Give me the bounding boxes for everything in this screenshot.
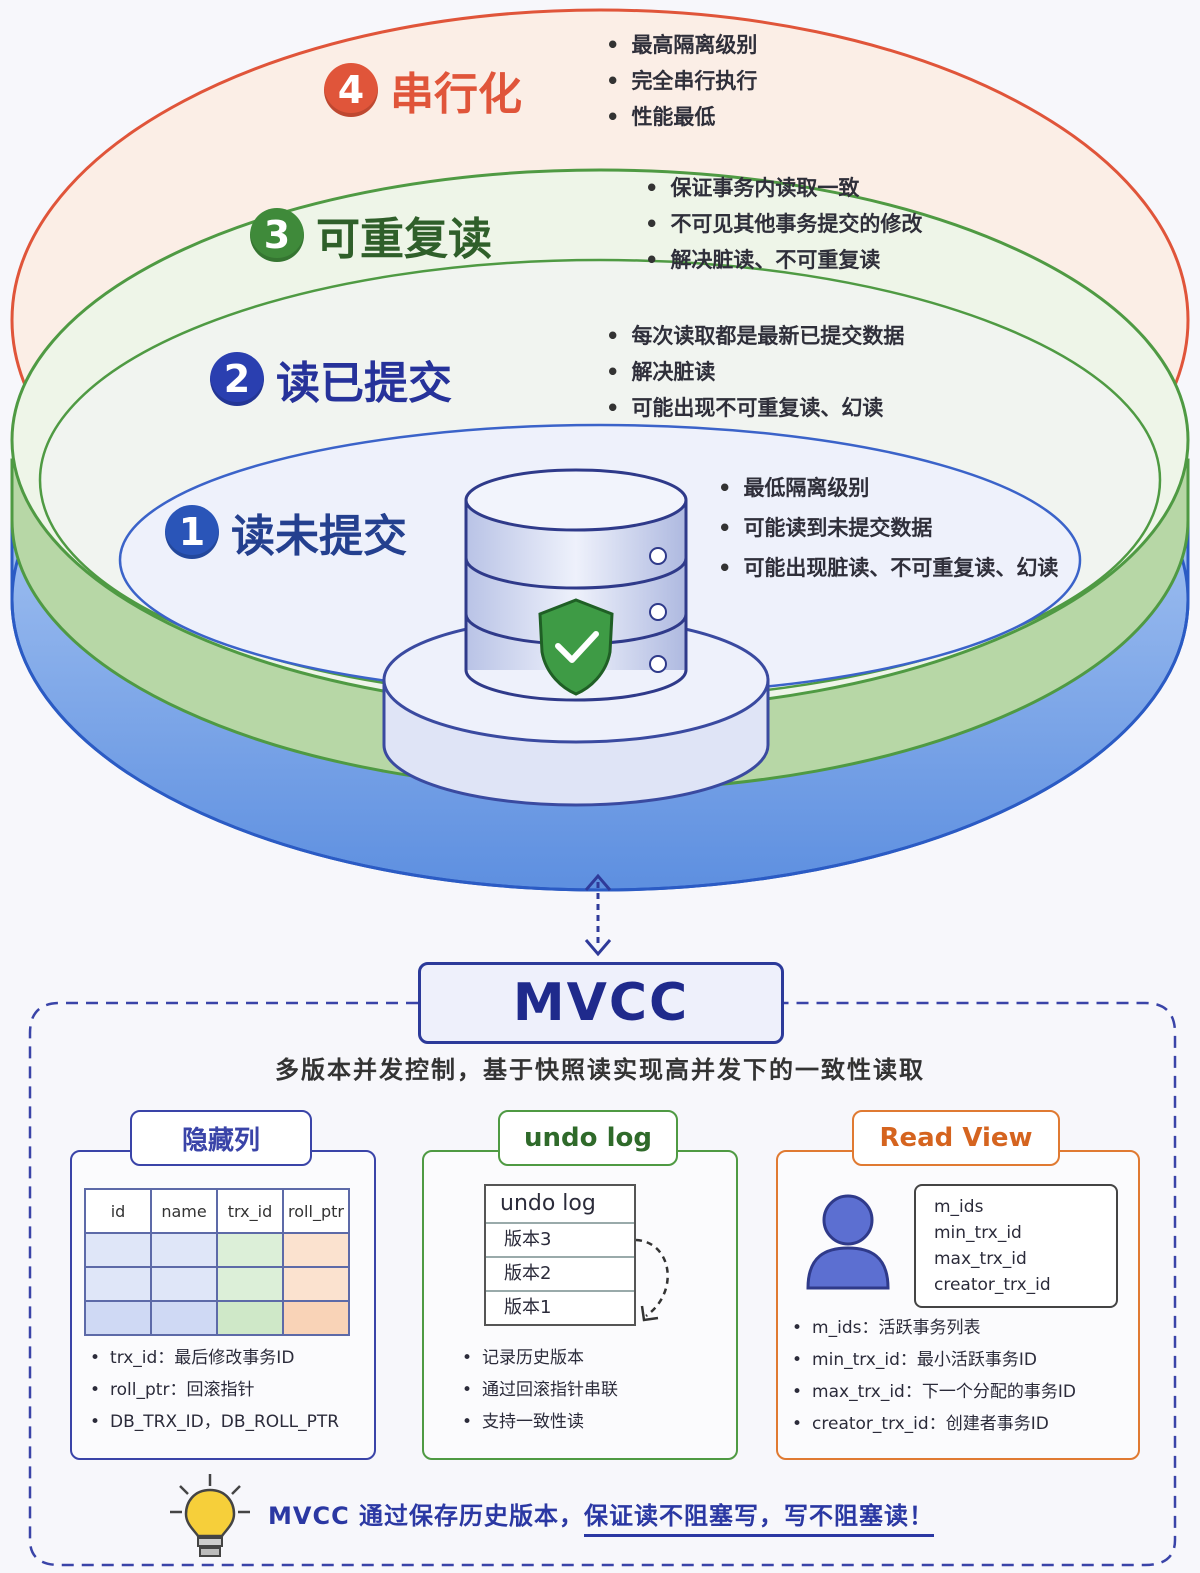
read-view-fields: m_ids min_trx_id max_trx_id creator_trx_… bbox=[914, 1184, 1118, 1308]
level-3-bullets: 保证事务内读取一致 不可见其他事务提交的修改 解决脏读、不可重复读 bbox=[645, 170, 922, 278]
read-view-field: min_trx_id bbox=[934, 1223, 1022, 1243]
read-view-bullets: m_ids：活跃事务列表 min_trx_id：最小活跃事务ID max_trx… bbox=[792, 1312, 1076, 1440]
undo-log-bullet: 支持一致性读 bbox=[462, 1406, 618, 1438]
level-1-bullet: 最低隔离级别 bbox=[718, 468, 1058, 508]
read-view-bullet: min_trx_id：最小活跃事务ID bbox=[792, 1344, 1076, 1376]
level-1-bullet: 可能出现脏读、不可重复读、幻读 bbox=[718, 548, 1058, 588]
level-4-heading: 4 串行化 bbox=[324, 58, 522, 122]
read-view-tab: Read View bbox=[852, 1110, 1060, 1166]
level-2-bullet: 每次读取都是最新已提交数据 bbox=[606, 318, 904, 354]
read-view-card: m_ids min_trx_id max_trx_id creator_trx_… bbox=[776, 1150, 1140, 1460]
undo-log-bullets: 记录历史版本 通过回滚指针串联 支持一致性读 bbox=[462, 1342, 618, 1438]
hidden-columns-bullet: DB_TRX_ID，DB_ROLL_PTR bbox=[90, 1406, 339, 1438]
double-arrow-icon bbox=[584, 873, 612, 957]
user-icon bbox=[806, 1194, 890, 1290]
rollback-arrow-icon bbox=[635, 1238, 669, 1322]
level-4-bullets: 最高隔离级别 完全串行执行 性能最低 bbox=[606, 27, 757, 135]
table-header: name bbox=[150, 1188, 218, 1234]
level-2-heading: 2 读已提交 bbox=[210, 347, 452, 411]
level-3-number: 3 bbox=[250, 208, 304, 262]
hidden-columns-bullets: trx_id：最后修改事务ID roll_ptr：回滚指针 DB_TRX_ID，… bbox=[90, 1342, 339, 1438]
hidden-columns-tab: 隐藏列 bbox=[130, 1110, 312, 1166]
undo-version-row: 版本2 bbox=[486, 1256, 634, 1290]
undo-version-row: 版本3 bbox=[486, 1222, 634, 1256]
level-2-number: 2 bbox=[210, 352, 264, 406]
level-2-bullets: 每次读取都是最新已提交数据 解决脏读 可能出现不可重复读、幻读 bbox=[606, 318, 904, 426]
level-1-bullets: 最低隔离级别 可能读到未提交数据 可能出现脏读、不可重复读、幻读 bbox=[718, 468, 1058, 588]
table-row bbox=[84, 1300, 350, 1336]
hidden-columns-bullet: trx_id：最后修改事务ID bbox=[90, 1342, 339, 1374]
hidden-columns-title: 隐藏列 bbox=[181, 1125, 260, 1156]
read-view-bullet: m_ids：活跃事务列表 bbox=[792, 1312, 1076, 1344]
table-row bbox=[84, 1266, 350, 1302]
level-2-bullet: 解决脏读 bbox=[606, 354, 904, 390]
footer-part-1: MVCC 通过保存历史版本， bbox=[268, 1502, 585, 1530]
read-view-field: m_ids bbox=[934, 1197, 984, 1217]
level-1-number: 1 bbox=[165, 505, 219, 559]
undo-log-doc-title: undo log bbox=[500, 1191, 596, 1216]
level-4-title: 串行化 bbox=[390, 69, 522, 120]
level-3-title: 可重复读 bbox=[316, 214, 492, 265]
read-view-field: max_trx_id bbox=[934, 1249, 1027, 1269]
read-view-field: creator_trx_id bbox=[934, 1275, 1051, 1295]
undo-log-title: undo log bbox=[524, 1123, 652, 1153]
hidden-columns-card: id name trx_id roll_ptr trx_id：最后修改事务ID … bbox=[70, 1150, 376, 1460]
mvcc-dashed-container bbox=[28, 1001, 1177, 1567]
hidden-columns-table: id name trx_id roll_ptr bbox=[84, 1188, 350, 1336]
level-4-bullet: 完全串行执行 bbox=[606, 63, 757, 99]
level-3-bullet: 解决脏读、不可重复读 bbox=[645, 242, 922, 278]
read-view-bullet: creator_trx_id：创建者事务ID bbox=[792, 1408, 1076, 1440]
undo-log-card: undo log 版本3 版本2 版本1 记录历史版本 通过回滚指针串联 支持一… bbox=[422, 1150, 738, 1460]
undo-log-document: undo log 版本3 版本2 版本1 bbox=[484, 1184, 636, 1326]
level-4-bullet: 性能最低 bbox=[606, 99, 757, 135]
hidden-columns-bullet: roll_ptr：回滚指针 bbox=[90, 1374, 339, 1406]
undo-log-tab: undo log bbox=[498, 1110, 678, 1166]
undo-log-bullet: 通过回滚指针串联 bbox=[462, 1374, 618, 1406]
table-header: roll_ptr bbox=[282, 1188, 350, 1234]
level-3-bullet: 不可见其他事务提交的修改 bbox=[645, 206, 922, 242]
level-3-bullet: 保证事务内读取一致 bbox=[645, 170, 922, 206]
undo-log-bullet: 记录历史版本 bbox=[462, 1342, 618, 1374]
shield-check-icon bbox=[538, 598, 614, 696]
table-header: id bbox=[84, 1188, 152, 1234]
table-row bbox=[84, 1232, 350, 1268]
footer-part-2: 保证读不阻塞写，写不阻塞读！ bbox=[584, 1502, 935, 1537]
level-4-bullet: 最高隔离级别 bbox=[606, 27, 757, 63]
level-1-heading: 1 读未提交 bbox=[165, 500, 407, 564]
mvcc-title: MVCC bbox=[512, 973, 690, 1033]
level-4-number: 4 bbox=[324, 63, 378, 117]
mvcc-title-box: MVCC bbox=[418, 962, 784, 1044]
footer-message: MVCC 通过保存历史版本，保证读不阻塞写，写不阻塞读！ bbox=[268, 1496, 935, 1537]
lightbulb-icon bbox=[170, 1474, 250, 1557]
read-view-title: Read View bbox=[879, 1123, 1033, 1153]
table-header: trx_id bbox=[216, 1188, 284, 1234]
level-3-heading: 3 可重复读 bbox=[250, 203, 492, 267]
read-view-bullet: max_trx_id：下一个分配的事务ID bbox=[792, 1376, 1076, 1408]
level-1-title: 读未提交 bbox=[231, 511, 407, 562]
level-1-bullet: 可能读到未提交数据 bbox=[718, 508, 1058, 548]
mvcc-description: 多版本并发控制，基于快照读实现高并发下的一致性读取 bbox=[275, 1056, 925, 1084]
level-2-title: 读已提交 bbox=[276, 358, 452, 409]
level-2-bullet: 可能出现不可重复读、幻读 bbox=[606, 390, 904, 426]
undo-version-row: 版本1 bbox=[486, 1290, 634, 1324]
